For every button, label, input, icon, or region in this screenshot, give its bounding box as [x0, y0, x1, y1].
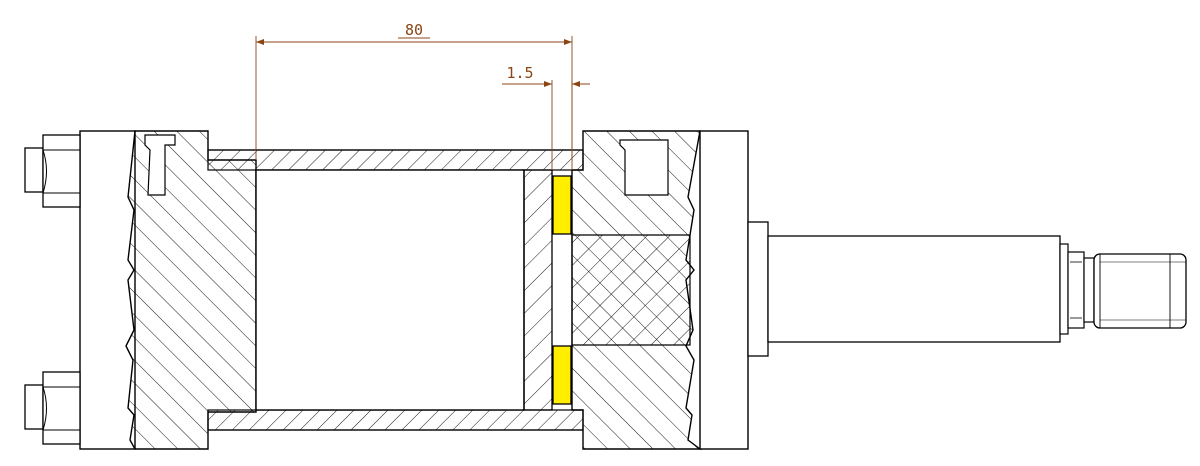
right-tie-rod-pocket	[619, 139, 669, 196]
barrel-upper-wall	[207, 149, 584, 171]
left-head-section	[125, 130, 257, 450]
piston	[523, 169, 553, 411]
rod-threaded-end	[1093, 253, 1187, 329]
left-end-cap	[79, 130, 257, 450]
rod-gland-section	[571, 234, 691, 346]
dimension-label-length: 80	[405, 21, 423, 39]
lower-hex-nut	[24, 371, 81, 445]
left-tie-rod-pocket	[144, 134, 176, 196]
barrel-lower-wall	[207, 409, 584, 431]
left-flange-plate	[79, 130, 136, 450]
piston-rod	[747, 221, 1095, 357]
right-end-cap	[571, 130, 749, 450]
upper-hex-nut	[24, 134, 81, 208]
cylinder-bore	[255, 169, 525, 411]
lower-piston-seal	[552, 345, 572, 405]
dimension-label-gap: 1.5	[506, 64, 533, 82]
upper-piston-seal	[552, 175, 572, 235]
dimension-80: 80	[255, 21, 573, 160]
dimension-1-5: 1.5	[502, 64, 590, 170]
right-flange-plate	[699, 130, 749, 450]
